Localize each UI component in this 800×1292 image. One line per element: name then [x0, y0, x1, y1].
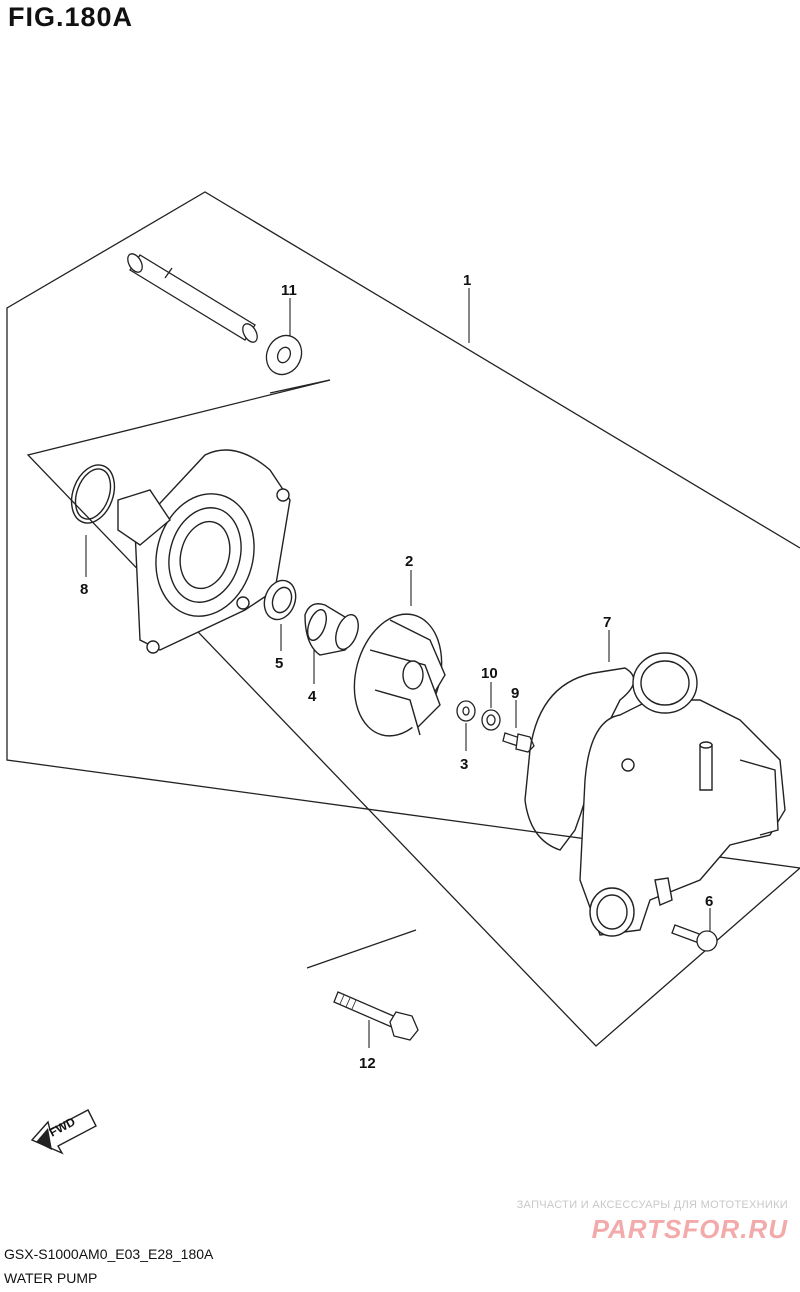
washer-3 [456, 700, 476, 722]
callout-8: 8 [80, 581, 88, 598]
bolt-6 [671, 924, 718, 952]
pump-shaft [127, 253, 258, 343]
callout-2: 2 [405, 553, 413, 570]
watermark-tagline: ЗАПЧАСТИ И АКСЕССУАРЫ ДЛЯ МОТОТЕХНИКИ [516, 1199, 788, 1211]
assembly-boundary-line-upper [6, 191, 800, 869]
callout-7: 7 [603, 614, 611, 631]
callout-12: 12 [359, 1055, 376, 1072]
callout-labels: 1 2 3 4 5 6 7 8 9 10 11 12 [80, 272, 713, 1072]
callout-9: 9 [511, 685, 519, 702]
section-name: WATER PUMP [4, 1270, 98, 1286]
callout-5: 5 [275, 655, 283, 672]
washer-10 [481, 709, 501, 731]
bolt-area-boundary [306, 929, 417, 969]
callout-3: 3 [460, 756, 468, 773]
impeller-2 [353, 613, 446, 737]
impeller-bolt-9 [502, 732, 535, 753]
fwd-arrow-icon: FWD [30, 1109, 97, 1155]
assembly-boundary-line [26, 379, 800, 1047]
watermark-logo: PARTSFOR.RU [591, 1214, 788, 1244]
callout-6: 6 [705, 893, 713, 910]
oil-seal-5 [263, 579, 297, 621]
bolt-12 [333, 991, 419, 1041]
washer-11 [265, 334, 303, 376]
callout-10: 10 [481, 665, 498, 682]
pump-housing [579, 652, 786, 937]
o-ring-8 [70, 464, 116, 524]
mechanical-seal-4 [304, 603, 359, 656]
callout-11: 11 [281, 282, 297, 299]
callout-4: 4 [308, 688, 317, 705]
model-code: GSX-S1000AM0_E03_E28_180A [4, 1246, 214, 1262]
pump-body [117, 449, 291, 654]
figure-title: FIG.180A [8, 2, 134, 32]
assembly-boundary-line-back [269, 379, 331, 394]
callout-1: 1 [463, 272, 471, 289]
